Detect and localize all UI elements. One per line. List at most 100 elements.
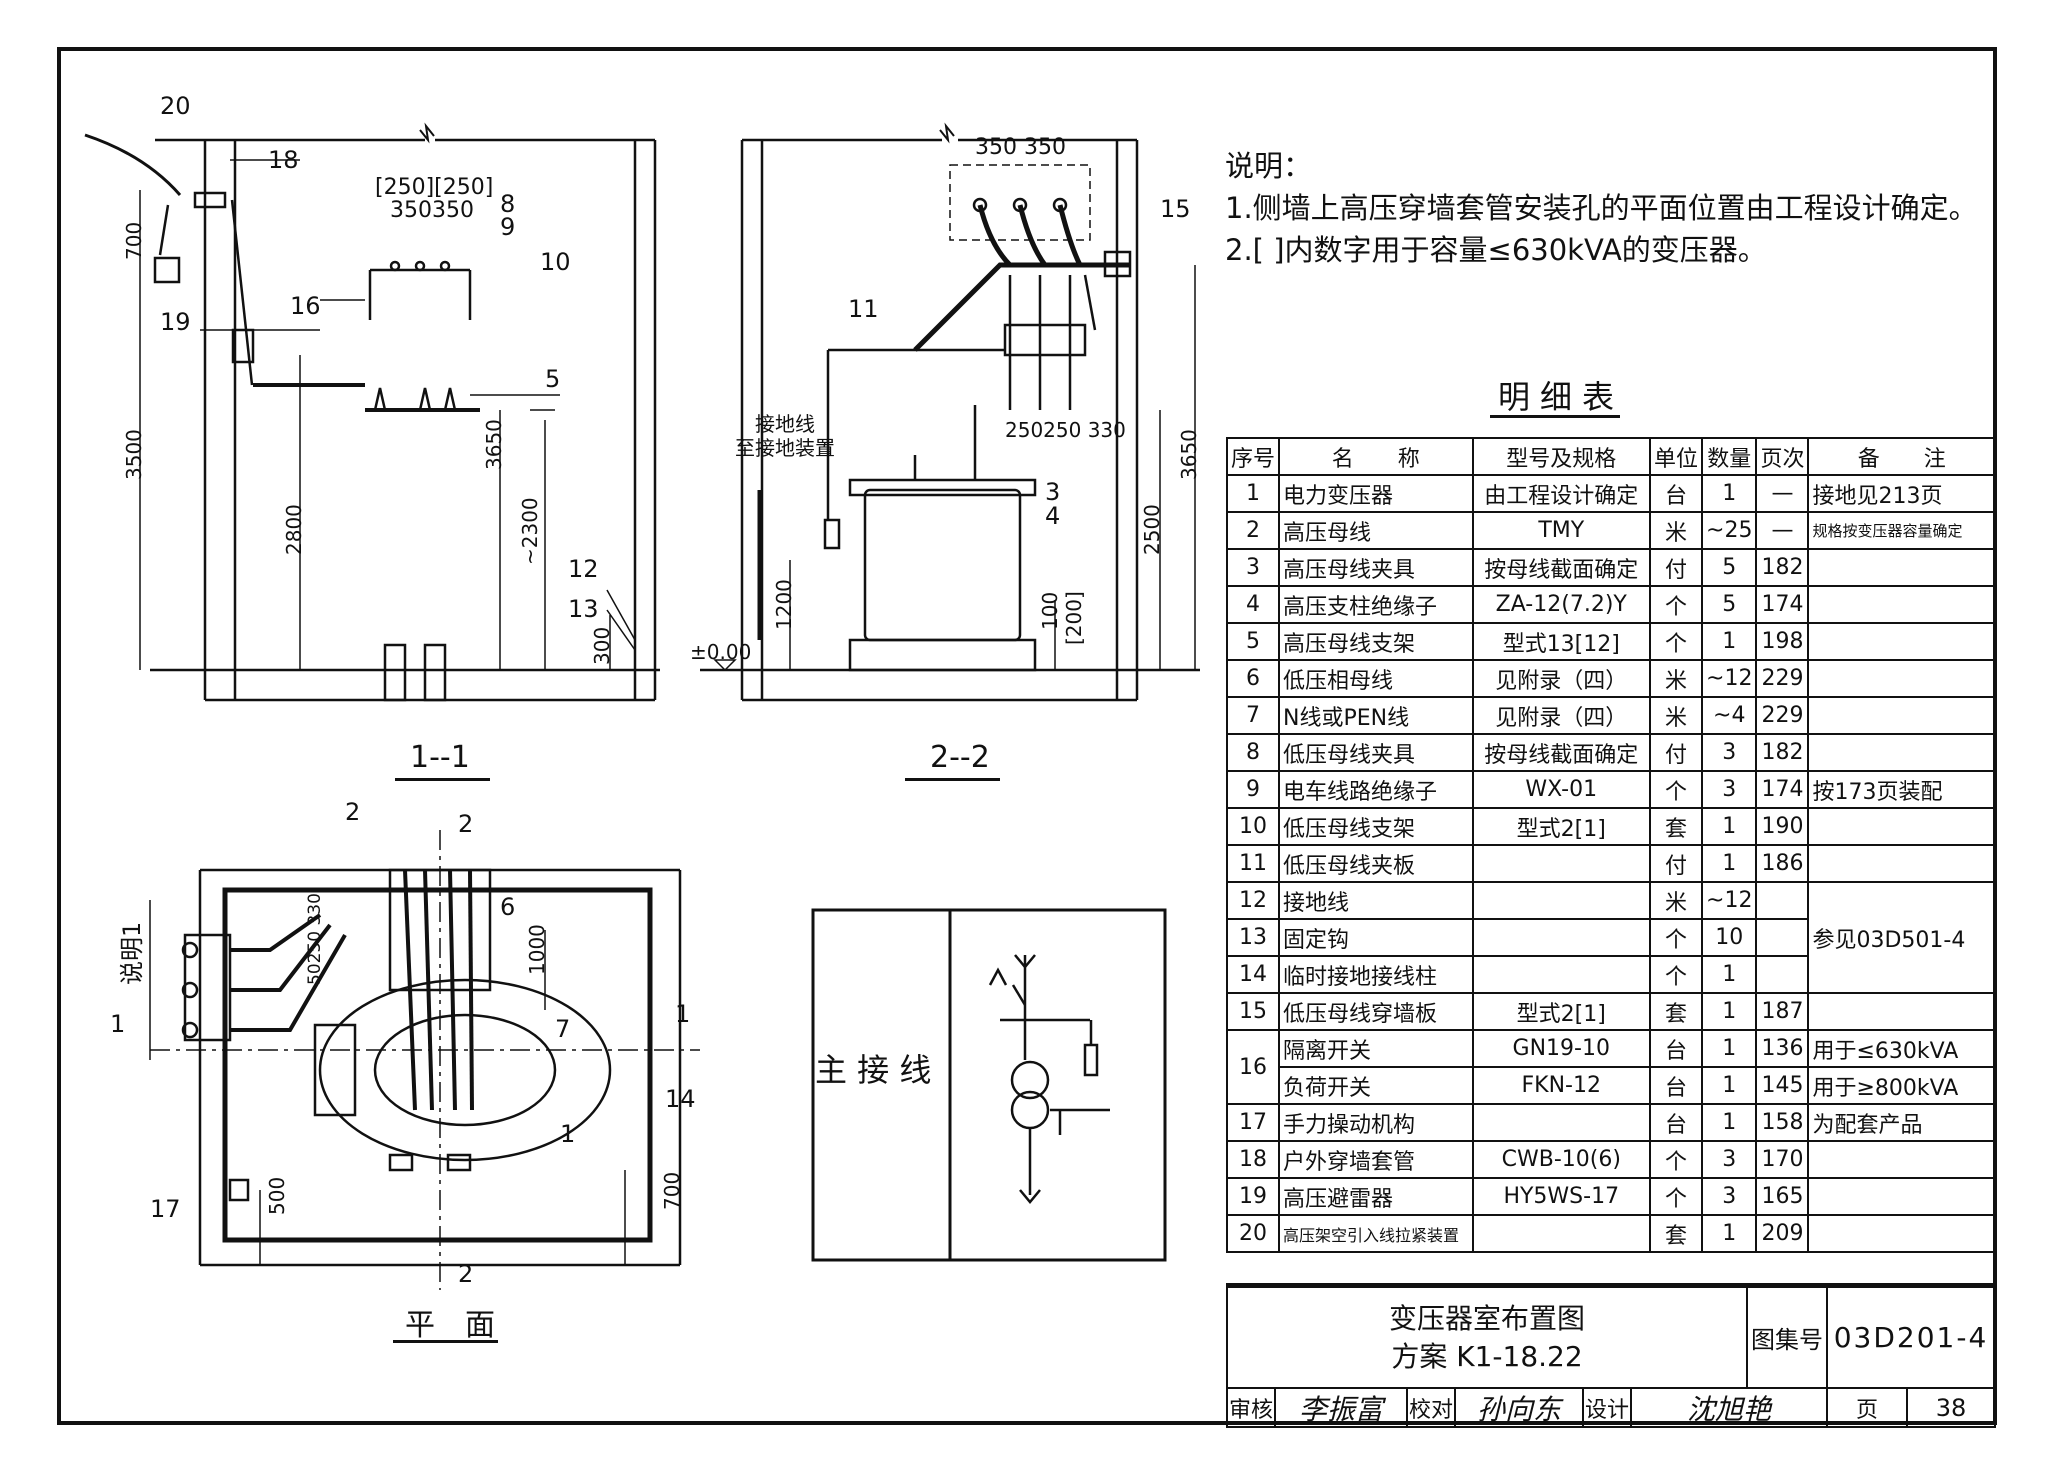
drawing-scheme: 方案 K1-18.22 <box>1391 1339 1583 1373</box>
section-2-2-underline <box>905 778 1000 781</box>
bom-cell: ~12 <box>1701 659 1758 698</box>
bom-cell: 个 <box>1648 770 1704 809</box>
plan-underline <box>393 1340 498 1343</box>
bom-cell: ~25 <box>1701 511 1758 550</box>
bom-cell: FKN-12 <box>1471 1066 1652 1105</box>
page-label-cell: 页 <box>1826 1387 1908 1428</box>
bom-cell <box>1471 918 1652 957</box>
bom-cell: 台 <box>1648 1103 1704 1142</box>
bom-cell: 9 <box>1225 770 1281 809</box>
page-label: 页 <box>1855 1397 1878 1423</box>
bom-cell: 10 <box>1701 918 1758 957</box>
bom-cell <box>1807 696 1996 735</box>
bom-cell: 为配套产品 <box>1807 1103 1996 1142</box>
bom-cell: 低压相母线 <box>1278 659 1474 698</box>
bom-cell: 1 <box>1701 1029 1758 1068</box>
review-label-cell: 审核 <box>1226 1387 1276 1428</box>
bom-cell: 套 <box>1648 992 1704 1031</box>
bom-cell: 18 <box>1225 1140 1281 1179</box>
bom-cell: WX-01 <box>1471 770 1652 809</box>
bom-header-cell: 序号 <box>1225 437 1281 476</box>
plan-callout-6: 6 <box>500 893 516 921</box>
bom-cell: 5 <box>1701 548 1758 587</box>
bom-header-cell: 名 称 <box>1278 437 1474 476</box>
bom-cell <box>1807 1214 1996 1253</box>
bom-cell <box>1807 622 1996 661</box>
bom-title: 明细表 <box>1498 378 1625 416</box>
bom-cell <box>1471 881 1652 920</box>
bom-cell: 6 <box>1225 659 1281 698</box>
bom-cell: TMY <box>1471 511 1652 550</box>
bom-cell: 米 <box>1648 881 1704 920</box>
bom-cell <box>1755 918 1810 957</box>
bom-cell: 13 <box>1225 918 1281 957</box>
bom-cell: 低压母线穿墙板 <box>1278 992 1474 1031</box>
bom-cell: 低压母线夹具 <box>1278 733 1474 772</box>
bom-cell <box>1807 1177 1996 1216</box>
bom-cell: 1 <box>1701 1066 1758 1105</box>
design-label-cell: 设计 <box>1582 1387 1632 1428</box>
bom-cell: 电力变压器 <box>1278 474 1474 513</box>
s1-dim-top2: 350350 <box>390 198 474 223</box>
bom-cell: 高压母线 <box>1278 511 1474 550</box>
bom-cell: 台 <box>1648 1029 1704 1068</box>
s1-callout-18: 18 <box>268 146 299 174</box>
plan-dim-bus: 50250 330 <box>305 893 325 985</box>
bom-cell: 用于≤630kVA <box>1807 1029 1996 1068</box>
bom-cell: 按母线截面确定 <box>1471 733 1652 772</box>
atlas-label: 图集号 <box>1751 1326 1823 1354</box>
bom-cell: 接地见213页 <box>1807 474 1996 513</box>
bom-cell: 负荷开关 <box>1278 1066 1474 1105</box>
bom-cell: 1 <box>1701 474 1758 513</box>
bom-cell: 3 <box>1225 548 1281 587</box>
bom-cell: 高压母线支架 <box>1278 622 1474 661</box>
s1-dim-top: [250][250] <box>375 175 494 200</box>
bom-cell: 高压支柱绝缘子 <box>1278 585 1474 624</box>
main-wiring-label: 主 接 线 <box>815 1051 932 1089</box>
section-1-1-underline <box>395 778 490 781</box>
s2-dim-100: 100 <box>1038 591 1062 630</box>
bom-cell <box>1471 1103 1652 1142</box>
s2-dim-3650: 3650 <box>1177 429 1201 480</box>
bom-cell: 1 <box>1701 1214 1758 1253</box>
bom-cell: 个 <box>1648 1140 1704 1179</box>
bom-cell: 固定钩 <box>1278 918 1474 957</box>
bom-cell: 个 <box>1648 955 1704 994</box>
bom-cell: 米 <box>1648 659 1704 698</box>
bom-cell: 付 <box>1648 733 1704 772</box>
bom-cell: 个 <box>1648 918 1704 957</box>
bom-cell: 1 <box>1701 1103 1758 1142</box>
bom-cell: ~12 <box>1701 881 1758 920</box>
design-signature-cell: 沈旭艳 <box>1630 1387 1828 1428</box>
bom-cell: 电车线路绝缘子 <box>1278 770 1474 809</box>
bom-cell: 户外穿墙套管 <box>1278 1140 1474 1179</box>
bom-cell: 8 <box>1225 733 1281 772</box>
bom-cell: 186 <box>1755 844 1810 883</box>
bom-cell: 3 <box>1701 1140 1758 1179</box>
bom-cell: 174 <box>1755 585 1810 624</box>
check-signature-cell: 孙向东 <box>1454 1387 1584 1428</box>
bom-cell: 2 <box>1225 511 1281 550</box>
bom-cell: 台 <box>1648 474 1704 513</box>
bom-cell <box>1471 844 1652 883</box>
s1-dim-3650: 3650 <box>482 419 506 470</box>
bom-cell: 198 <box>1755 622 1810 661</box>
bom-cell <box>1807 844 1996 883</box>
s1-callout-12: 12 <box>568 555 599 583</box>
bom-header-cell: 数量 <box>1701 437 1758 476</box>
bom-cell: — <box>1755 511 1810 550</box>
bom-cell: 由工程设计确定 <box>1471 474 1652 513</box>
section-2-2-view <box>700 122 1200 702</box>
